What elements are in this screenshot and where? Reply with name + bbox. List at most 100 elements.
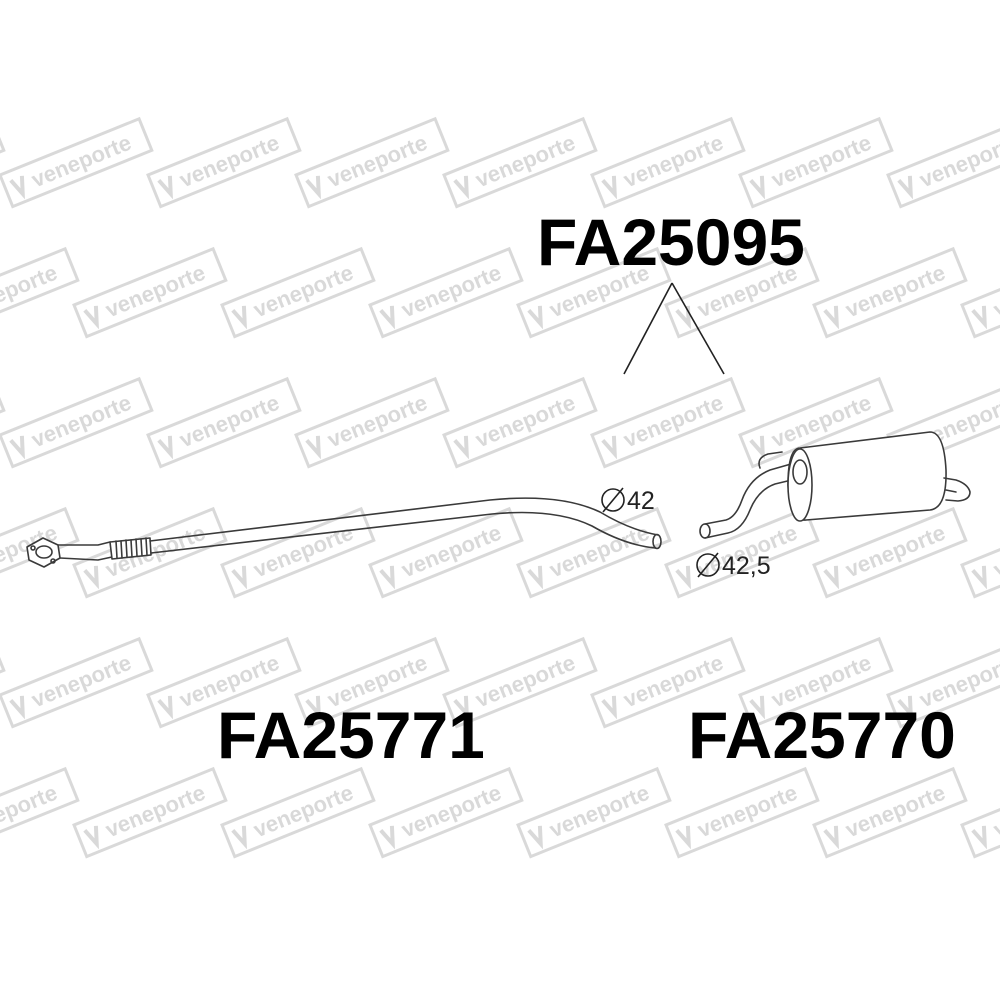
watermark-text: veneporte bbox=[250, 260, 357, 323]
watermark-logo-icon bbox=[379, 565, 395, 590]
watermark-tile: veneporte bbox=[442, 376, 598, 469]
watermark-text: veneporte bbox=[324, 390, 431, 453]
dimension-d2: 42,5 bbox=[696, 552, 771, 580]
watermark-tile: veneporte bbox=[812, 506, 968, 599]
watermark-tile: veneporte bbox=[738, 116, 894, 209]
diameter-symbol-icon bbox=[696, 552, 720, 578]
watermark-logo-icon bbox=[527, 825, 543, 850]
watermark-tile: veneporte bbox=[0, 376, 154, 469]
watermark-tile: veneporte bbox=[0, 636, 6, 729]
dimension-label-42-5: 42,5 bbox=[722, 552, 771, 580]
watermark-tile: veneporte bbox=[146, 376, 302, 469]
watermark-text: veneporte bbox=[472, 390, 579, 453]
watermark-logo-icon bbox=[83, 565, 99, 590]
watermark-text: veneporte bbox=[102, 780, 209, 843]
watermark-text: veneporte bbox=[768, 130, 875, 193]
watermark-logo-icon bbox=[453, 435, 469, 460]
watermark-logo-icon bbox=[897, 695, 913, 720]
watermark-logo-icon bbox=[823, 565, 839, 590]
watermark-logo-icon bbox=[157, 435, 173, 460]
watermark-logo-icon bbox=[601, 175, 617, 200]
watermark-logo-icon bbox=[379, 825, 395, 850]
watermark-logo-icon bbox=[601, 435, 617, 460]
watermark-logo-icon bbox=[823, 305, 839, 330]
watermark-logo-icon bbox=[157, 695, 173, 720]
callout-lines bbox=[623, 282, 725, 375]
watermark-logo-icon bbox=[231, 305, 247, 330]
watermark-text: veneporte bbox=[28, 390, 135, 453]
watermark-logo-icon bbox=[971, 565, 987, 590]
watermark-logo-icon bbox=[453, 175, 469, 200]
watermark-tile: veneporte bbox=[0, 376, 6, 469]
watermark-tile: veneporte bbox=[886, 116, 1000, 209]
dimension-label-42: 42 bbox=[627, 487, 655, 515]
part-number-fa25771: FA25771 bbox=[217, 698, 485, 772]
watermark-logo-icon bbox=[675, 565, 691, 590]
dimension-d1: 42 bbox=[601, 487, 655, 515]
watermark-tile: veneporte bbox=[812, 246, 968, 339]
watermark-text: veneporte bbox=[250, 780, 357, 843]
watermark-tile: veneporte bbox=[72, 766, 228, 859]
watermark-tile: veneporte bbox=[960, 246, 1000, 339]
watermark-text: veneporte bbox=[842, 260, 949, 323]
watermark-text: veneporte bbox=[176, 130, 283, 193]
watermark-text: veneporte bbox=[620, 390, 727, 453]
watermark-tile: veneporte bbox=[960, 506, 1000, 599]
watermark-text: veneporte bbox=[398, 520, 505, 583]
watermark-logo-icon bbox=[9, 175, 25, 200]
watermark-logo-icon bbox=[749, 695, 765, 720]
watermark-text: veneporte bbox=[250, 520, 357, 583]
watermark-logo-icon bbox=[231, 825, 247, 850]
watermark-logo-icon bbox=[231, 565, 247, 590]
diameter-symbol-icon bbox=[601, 487, 625, 513]
watermark-tile: veneporte bbox=[442, 116, 598, 209]
watermark-tile: veneporte bbox=[294, 116, 450, 209]
part-number-fa25770: FA25770 bbox=[688, 698, 956, 772]
watermark-text: veneporte bbox=[398, 260, 505, 323]
watermark-tile: veneporte bbox=[368, 246, 524, 339]
watermark-tile: veneporte bbox=[220, 246, 376, 339]
watermark-tile: veneporte bbox=[72, 246, 228, 339]
watermark-tile: veneporte bbox=[0, 246, 80, 339]
watermark-logo-icon bbox=[527, 565, 543, 590]
watermark-tile: veneporte bbox=[590, 116, 746, 209]
watermark-logo-icon bbox=[971, 825, 987, 850]
watermark-logo-icon bbox=[749, 175, 765, 200]
watermark-logo-icon bbox=[749, 435, 765, 460]
watermark-text: veneporte bbox=[102, 260, 209, 323]
watermark-logo-icon bbox=[9, 435, 25, 460]
watermark-text: veneporte bbox=[176, 390, 283, 453]
watermark-logo-icon bbox=[897, 175, 913, 200]
watermark-logo-icon bbox=[379, 305, 395, 330]
watermark-logo-icon bbox=[83, 825, 99, 850]
watermark-tile: veneporte bbox=[590, 376, 746, 469]
watermark-text: veneporte bbox=[620, 130, 727, 193]
watermark-tile: veneporte bbox=[368, 766, 524, 859]
watermark-text: veneporte bbox=[398, 780, 505, 843]
watermark-text: veneporte bbox=[546, 780, 653, 843]
watermark-text: veneporte bbox=[842, 520, 949, 583]
watermark-text: veneporte bbox=[842, 780, 949, 843]
watermark-tile: veneporte bbox=[664, 766, 820, 859]
watermark-tile: veneporte bbox=[0, 116, 154, 209]
watermark-tile: veneporte bbox=[960, 766, 1000, 859]
watermark-tile: veneporte bbox=[0, 766, 80, 859]
watermark-tile: veneporte bbox=[294, 376, 450, 469]
watermark-tile: veneporte bbox=[516, 766, 672, 859]
watermark-logo-icon bbox=[305, 435, 321, 460]
watermark-text: veneporte bbox=[324, 130, 431, 193]
watermark-text: veneporte bbox=[472, 130, 579, 193]
watermark-logo-icon bbox=[157, 175, 173, 200]
watermark-logo-icon bbox=[601, 695, 617, 720]
watermark-logo-icon bbox=[453, 695, 469, 720]
watermark-text: veneporte bbox=[694, 780, 801, 843]
watermark-tile: veneporte bbox=[516, 506, 672, 599]
watermark-tile: veneporte bbox=[368, 506, 524, 599]
watermark-logo-icon bbox=[527, 305, 543, 330]
watermark-logo-icon bbox=[305, 175, 321, 200]
watermark-tile: veneporte bbox=[0, 636, 154, 729]
watermark-tile: veneporte bbox=[220, 766, 376, 859]
watermark-tile: veneporte bbox=[146, 116, 302, 209]
